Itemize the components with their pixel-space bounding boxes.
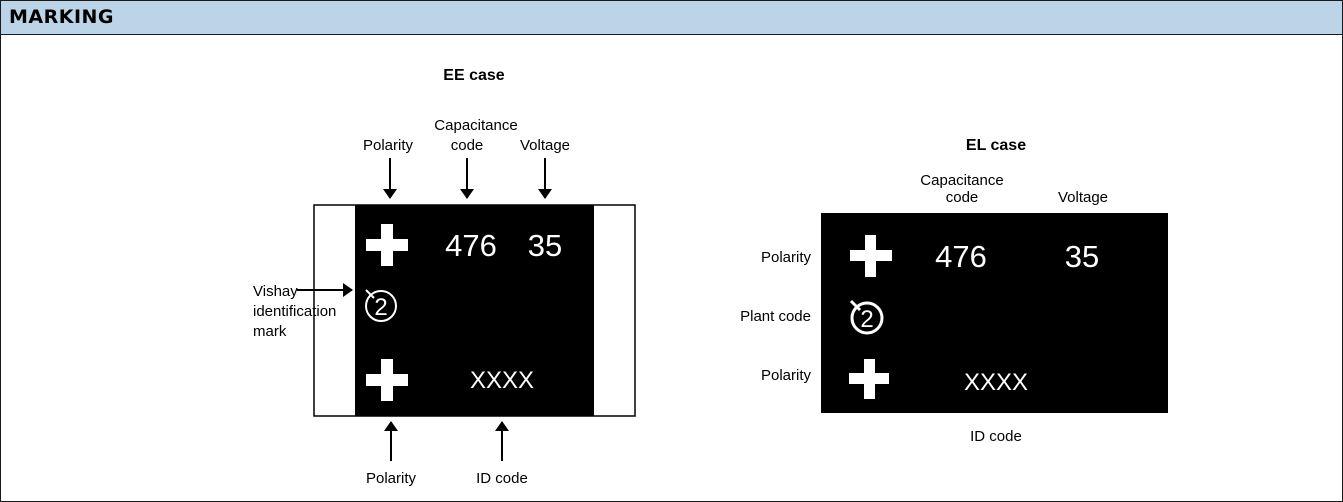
el-chip-voltage: 35 xyxy=(1065,239,1099,274)
ee-capacitance-label-line1: Capacitance xyxy=(434,117,517,134)
el-plant-code-label: Plant code xyxy=(740,308,811,325)
ee-title: EE case xyxy=(443,67,504,84)
ee-chip-id: XXXX xyxy=(470,367,534,394)
ee-voltage-label: Voltage xyxy=(520,137,570,154)
ee-case-diagram: EE case Capacitance Polarity code Voltag… xyxy=(253,67,636,487)
ee-chip-capacitance: 476 xyxy=(445,228,497,263)
ee-vishay-label-line3: mark xyxy=(253,323,287,340)
el-voltage-label: Voltage xyxy=(1058,189,1108,206)
section-header: MARKING xyxy=(1,1,1342,35)
el-case-diagram: EL case Capacitance code Voltage 476 35 … xyxy=(740,137,1168,445)
ee-polarity-bottom-label: Polarity xyxy=(366,470,417,487)
section-title: MARKING xyxy=(9,6,115,28)
ee-vishay-mark-icon: 2 xyxy=(365,289,397,322)
ee-vishay-label-line2: identification xyxy=(253,303,336,320)
ee-vishay-mark-digit: 2 xyxy=(374,294,387,321)
el-capacitance-label-line1-visible: Capacitance xyxy=(920,172,1003,189)
el-capacitance-label-line2: code xyxy=(946,189,979,206)
ee-chip-voltage: 35 xyxy=(528,228,562,263)
el-plant-mark-icon: 2 xyxy=(849,299,884,335)
el-title: EL case xyxy=(966,137,1026,154)
el-polarity-plus-top-icon xyxy=(850,235,892,277)
el-chip-capacitance: 476 xyxy=(935,239,987,274)
el-polarity-bottom-label: Polarity xyxy=(761,367,812,384)
ee-capacitance-label-line2: code xyxy=(451,137,484,154)
el-chip-id: XXXX xyxy=(964,369,1028,396)
el-polarity-plus-bottom-icon xyxy=(849,359,889,399)
ee-id-code-label: ID code xyxy=(476,470,528,487)
ee-polarity-plus-bottom-icon xyxy=(366,359,408,401)
el-id-code-label: ID code xyxy=(970,428,1022,445)
el-polarity-top-label: Polarity xyxy=(761,249,812,266)
ee-vishay-label-line1: Vishay xyxy=(253,283,298,300)
ee-polarity-top-label: Polarity xyxy=(363,137,414,154)
ee-polarity-plus-top-icon xyxy=(366,224,408,266)
el-plant-mark-digit: 2 xyxy=(860,306,873,333)
